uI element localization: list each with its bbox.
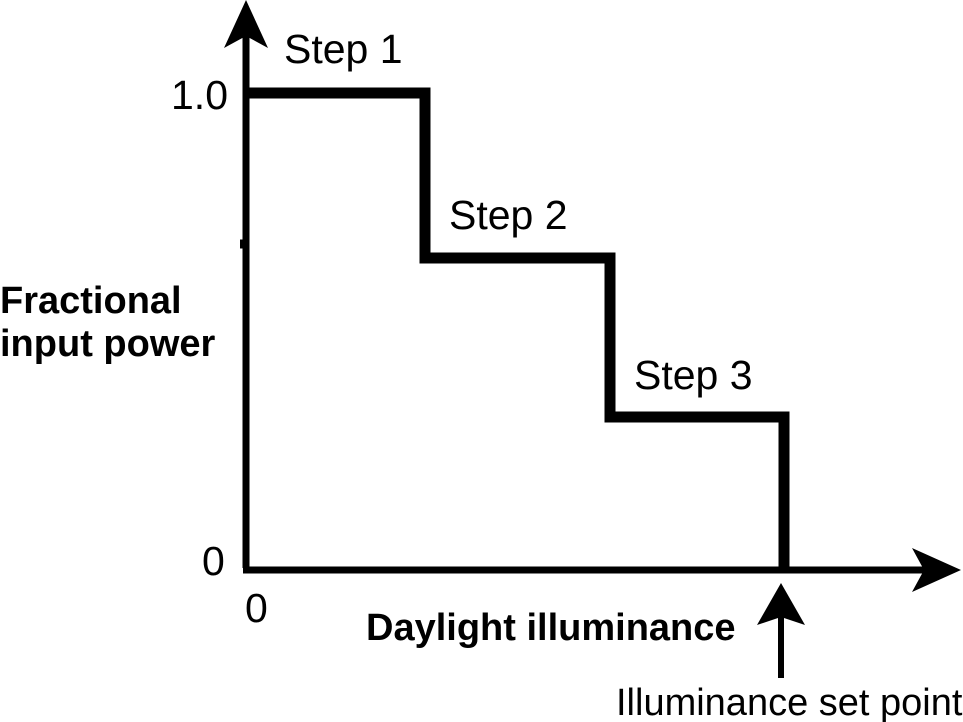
x-axis (243, 548, 961, 592)
y-axis-tick-label-0: 0 (202, 538, 225, 584)
x-axis-title: Daylight illuminance (366, 607, 736, 649)
y-axis-title: Fractional input power (0, 280, 215, 365)
y-axis-title-line-1: Fractional (0, 280, 182, 322)
y-axis (224, 0, 268, 568)
setpoint-callout-arrow (757, 583, 805, 678)
setpoint-label: Illuminance set point (616, 682, 963, 722)
step-1-label: Step 1 (284, 26, 403, 72)
x-axis-tick-label-0: 0 (245, 585, 268, 631)
y-axis-title-line-2: input power (0, 322, 216, 365)
step-curve (246, 87, 790, 570)
y-axis-tick-label-1: 1.0 (171, 72, 228, 118)
step-3-label: Step 3 (634, 352, 753, 398)
step-2-label: Step 2 (449, 192, 568, 238)
